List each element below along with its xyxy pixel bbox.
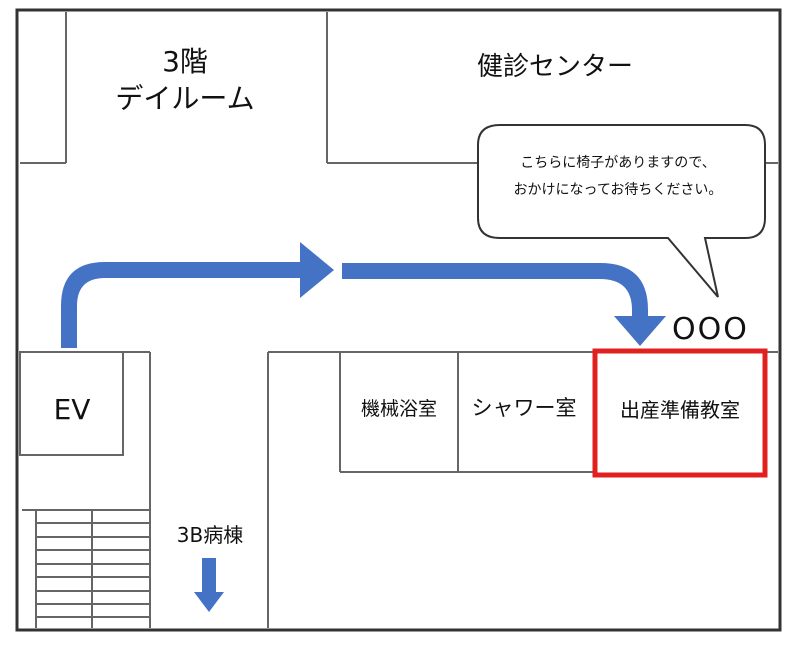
- route-arrow-icon: [61, 242, 666, 348]
- speech-bubble: [477, 124, 766, 298]
- dayroom-floor-label: 3階: [162, 45, 208, 78]
- arrow-down-icon: [194, 558, 224, 612]
- dayroom-walls: [20, 12, 328, 164]
- ward-3b-label: 3B病棟: [176, 523, 244, 547]
- seats-label: OOO: [672, 312, 749, 347]
- rooms-row: [339, 352, 596, 473]
- elevator-walls: [19, 351, 151, 628]
- childbirth-prep-room-label: 出産準備教室: [620, 398, 740, 422]
- highlight-box: [592, 348, 768, 478]
- outer-wall: [15, 8, 782, 632]
- dayroom-name-label: デイルーム: [115, 82, 255, 115]
- mechanical-bath-label: 機械浴室: [360, 398, 437, 420]
- stairs: [22, 509, 150, 628]
- speech-bubble-line-1: こちらに椅子がありますので、: [520, 155, 716, 171]
- elevator-label: EV: [53, 393, 91, 426]
- lower-wing-walls: [267, 351, 778, 628]
- health-center-label: 健診センター: [476, 52, 633, 82]
- shower-room-label: シャワー室: [471, 396, 577, 420]
- speech-bubble-line-2: おかけになってお待ちください。: [513, 182, 723, 198]
